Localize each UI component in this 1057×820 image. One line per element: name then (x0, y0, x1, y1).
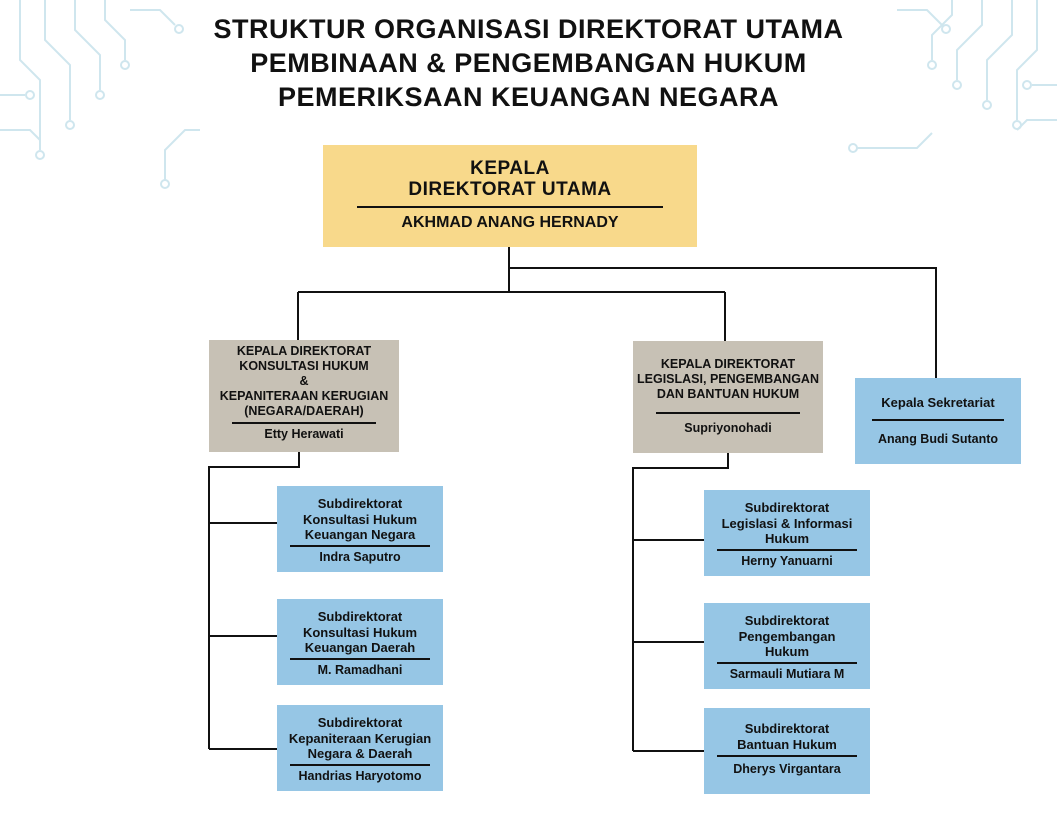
subdirectorate-title: Subdirektorat Kepaniteraan Kerugian Nega… (288, 715, 432, 761)
head-director-box: KEPALA DIREKTORAT UTAMA AKHMAD ANANG HER… (323, 145, 697, 247)
subdirectorate-title: Subdirektorat Bantuan Hukum (737, 721, 837, 752)
chart-title-line-1: STRUKTUR ORGANISASI DIREKTORAT UTAMA (213, 14, 844, 44)
chart-title-line-3: PEMERIKSAAN KEUANGAN NEGARA (277, 82, 780, 112)
subdirectorate-divider (717, 661, 857, 664)
circuit-decoration-right (848, 0, 1057, 153)
subdirectorate-head-name: Herny Yanuarni (741, 553, 833, 568)
subdirectorate-box-kepaniteraan: Subdirektorat Kepaniteraan Kerugian Nega… (277, 705, 443, 791)
directorate-divider (231, 422, 377, 424)
subdirectorate-box-keuangan-daerah: Subdirektorat Konsultasi Hukum Keuangan … (277, 599, 443, 685)
connector-directorate-2-down (632, 453, 729, 751)
directorate-head-name: Etty Herawati (264, 427, 344, 441)
subdirectorate-title: Subdirektorat Konsultasi Hukum Keuangan … (302, 609, 418, 655)
directorate-box-konsultasi: KEPALA DIREKTORAT KONSULTASI HUKUM & KEP… (209, 340, 399, 452)
secretariat-box: Kepala Sekretariat Anang Budi Sutanto (855, 378, 1021, 464)
subdirectorate-head-name: Dherys Virgantara (733, 762, 841, 776)
subdirectorate-head-name: Indra Saputro (319, 549, 401, 564)
subdirectorate-divider (717, 755, 857, 757)
head-director-title: KEPALA DIREKTORAT UTAMA (408, 158, 612, 200)
subdirectorate-divider (290, 544, 430, 547)
subdirectorate-box-legislasi-informasi: Subdirektorat Legislasi & Informasi Huku… (704, 490, 870, 576)
subdirectorate-divider (290, 657, 430, 660)
secretariat-head-name: Anang Budi Sutanto (877, 432, 999, 446)
subdirectorate-divider (717, 548, 857, 551)
circuit-decoration-left (0, 0, 200, 189)
subdirectorate-box-keuangan-negara: Subdirektorat Konsultasi Hukum Keuangan … (277, 486, 443, 572)
subdirectorate-head-name: Sarmauli Mutiara M (729, 666, 845, 681)
subdirectorate-head-name: Handrias Haryotomo (298, 768, 422, 783)
directorate-title: KEPALA DIREKTORAT LEGISLASI, PENGEMBANGA… (637, 357, 819, 401)
subdirectorate-head-name: M. Ramadhani (317, 662, 403, 677)
subdirectorate-divider (290, 763, 430, 766)
connector-to-secretariat (509, 267, 937, 378)
subdirectorate-title: Subdirektorat Legislasi & Informasi Huku… (721, 500, 853, 546)
connector-directorate-1-down (208, 452, 300, 749)
head-divider (357, 206, 663, 208)
directorate-box-legislasi: KEPALA DIREKTORAT LEGISLASI, PENGEMBANGA… (633, 341, 823, 453)
directorate-title: KEPALA DIREKTORAT KONSULTASI HUKUM & KEP… (219, 344, 389, 418)
secretariat-title: Kepala Sekretariat (881, 395, 995, 410)
subdirectorate-title: Subdirektorat Konsultasi Hukum Keuangan … (302, 496, 418, 542)
subdirectorate-box-pengembangan: Subdirektorat Pengembangan Hukum Sarmaul… (704, 603, 870, 689)
chart-title-line-2: PEMBINAAN & PENGEMBANGAN HUKUM (250, 48, 807, 78)
directorate-divider (655, 412, 801, 414)
head-director-name: AKHMAD ANANG HERNADY (401, 214, 619, 231)
secretariat-divider (871, 419, 1005, 421)
subdirectorate-box-bantuan-hukum: Subdirektorat Bantuan Hukum Dherys Virga… (704, 708, 870, 794)
directorate-head-name: Supriyonohadi (684, 421, 772, 435)
subdirectorate-title: Subdirektorat Pengembangan Hukum (738, 613, 836, 659)
